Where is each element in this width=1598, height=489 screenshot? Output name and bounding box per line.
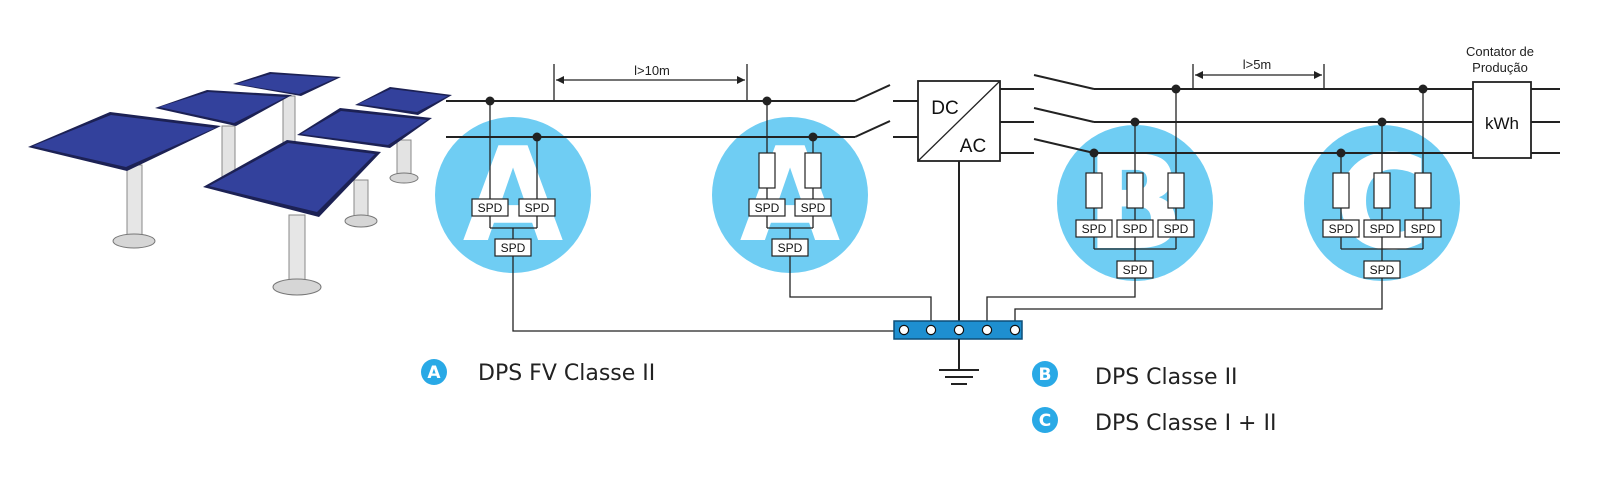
- meter-label: kWh: [1485, 114, 1519, 133]
- spd-label: SPD: [1370, 263, 1395, 277]
- spd-label: SPD: [1164, 222, 1189, 236]
- spd-label: SPD: [755, 201, 780, 215]
- distance-marker-a: l>10m: [553, 63, 748, 102]
- legend-badge-b: [1032, 361, 1058, 387]
- legend-item-a: A DPS FV Classe II: [421, 359, 655, 386]
- inverter: DC AC: [917, 80, 1001, 322]
- spd-label: SPD: [1329, 222, 1354, 236]
- spd-label: SPD: [1411, 222, 1436, 236]
- distance-label-bc: l>5m: [1243, 57, 1272, 72]
- legend-label-c: DPS Classe I + II: [1095, 411, 1276, 436]
- dc-wiring: [446, 84, 918, 138]
- meter-title-line2: Produção: [1472, 60, 1528, 75]
- production-meter: Contator de Produção kWh: [1466, 44, 1534, 159]
- solar-panel-right-mid: [297, 108, 432, 228]
- legend-item-c: C DPS Classe I + II: [1032, 407, 1276, 436]
- solar-panel-front-right: [203, 140, 381, 296]
- fuse: [804, 152, 822, 189]
- fuse: [1332, 172, 1350, 209]
- solar-panel-left-back: [233, 72, 341, 145]
- fuse: [1414, 172, 1432, 209]
- solar-panel-front-left: [28, 112, 221, 249]
- spd-label: SPD: [1123, 222, 1148, 236]
- fuse: [1167, 172, 1185, 209]
- ac-wiring: [1000, 74, 1560, 154]
- spd-group-c: SPD SPD SPD SPD: [1014, 84, 1442, 321]
- solar-panel-array: [28, 72, 452, 296]
- ground-busbar: [893, 320, 1023, 385]
- legend-badge-letter: B: [1039, 365, 1052, 385]
- solar-panel-right-back: [355, 87, 452, 184]
- legend-badge-a: [421, 359, 447, 385]
- fuse: [1373, 172, 1391, 209]
- spd-label: SPD: [801, 201, 826, 215]
- zone-circle-a1: [435, 117, 591, 273]
- zone-circle-a2: [712, 117, 868, 273]
- legend-badge-c: [1032, 407, 1058, 433]
- distance-marker-bc: l>5m: [1192, 57, 1325, 90]
- legend-badge-letter: A: [427, 363, 441, 383]
- legend-label-b: DPS Classe II: [1095, 365, 1238, 390]
- inverter-ac-label: AC: [960, 136, 986, 157]
- spd-label: SPD: [525, 201, 550, 215]
- fuse: [1126, 172, 1144, 209]
- spd-group-a1: SPD SPD SPD: [471, 96, 895, 332]
- ground-icon: [939, 369, 979, 385]
- solar-panel-left-mid: [155, 90, 292, 189]
- fuse: [758, 152, 776, 189]
- legend-item-b: B DPS Classe II: [1032, 361, 1238, 390]
- legend-badge-letter: C: [1039, 411, 1051, 431]
- spd-label: SPD: [501, 241, 526, 255]
- spd-group-a2: SPD SPD SPD: [748, 96, 932, 321]
- legend-label-a: DPS FV Classe II: [478, 361, 655, 386]
- spd-label: SPD: [778, 241, 803, 255]
- distance-label-a: l>10m: [634, 63, 670, 78]
- spd-label: SPD: [1082, 222, 1107, 236]
- spd-label: SPD: [1370, 222, 1395, 236]
- spd-label: SPD: [478, 201, 503, 215]
- inverter-dc-label: DC: [931, 98, 958, 119]
- fuse: [1085, 172, 1103, 209]
- spd-label: SPD: [1123, 263, 1148, 277]
- legend: A DPS FV Classe II B DPS Classe II C DPS…: [421, 359, 1276, 436]
- meter-title-line1: Contator de: [1466, 44, 1534, 59]
- spd-group-b: SPD SPD SPD SPD: [986, 84, 1195, 321]
